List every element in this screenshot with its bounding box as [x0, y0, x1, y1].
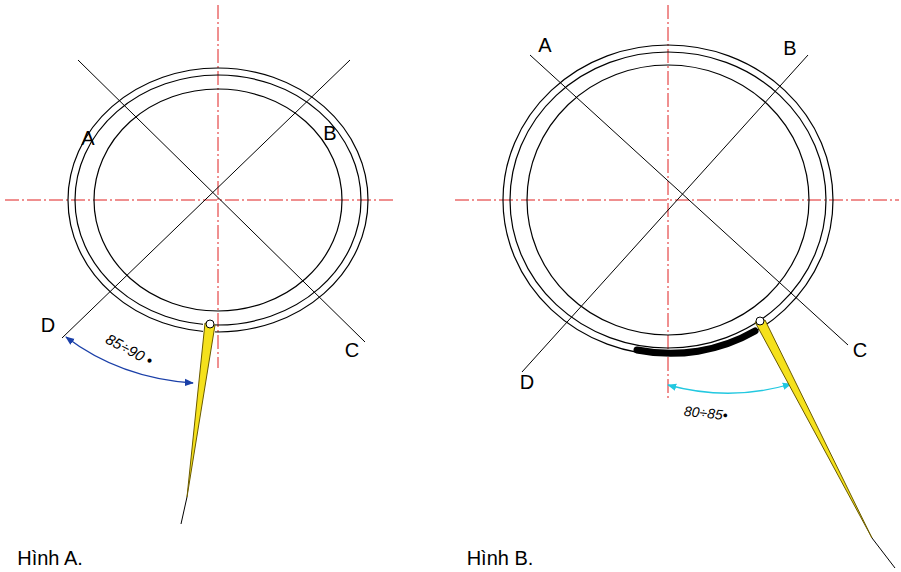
point-letter: B — [323, 123, 336, 143]
electrode — [187, 323, 215, 497]
pipe-ring — [510, 52, 826, 348]
pipe-ring — [68, 68, 368, 332]
pipe-figure-b — [455, 5, 899, 568]
diagonal-line — [530, 55, 848, 345]
figure-caption: Hình A. — [17, 548, 83, 568]
pipe-figure-a — [5, 5, 395, 524]
pipe-ring — [94, 89, 342, 311]
point-letter: B — [783, 38, 796, 58]
point-letter: D — [41, 315, 55, 335]
point-letter: D — [520, 372, 534, 392]
point-letter: A — [538, 35, 551, 55]
electrode-holder — [181, 497, 187, 524]
figure-caption: Hình B. — [467, 548, 534, 568]
electrode — [755, 320, 872, 538]
center-line — [5, 200, 395, 201]
weld-bead — [637, 331, 755, 353]
diagonal-line — [78, 60, 365, 342]
pipe-ring — [527, 65, 809, 335]
electrode-tip — [756, 317, 764, 325]
angle-dimension: 85÷90 • — [104, 330, 156, 367]
angle-arc — [668, 384, 791, 393]
pipe-ring — [503, 45, 833, 355]
electrode-tip — [206, 320, 214, 328]
point-letter: A — [81, 128, 94, 148]
diagonal-line — [62, 60, 350, 338]
point-letter: C — [345, 340, 359, 360]
electrode-holder — [872, 538, 895, 568]
center-line — [668, 5, 669, 400]
angle-dimension: 80÷85• — [684, 404, 729, 422]
pipe-ring — [75, 75, 361, 325]
point-letter: C — [853, 340, 867, 360]
